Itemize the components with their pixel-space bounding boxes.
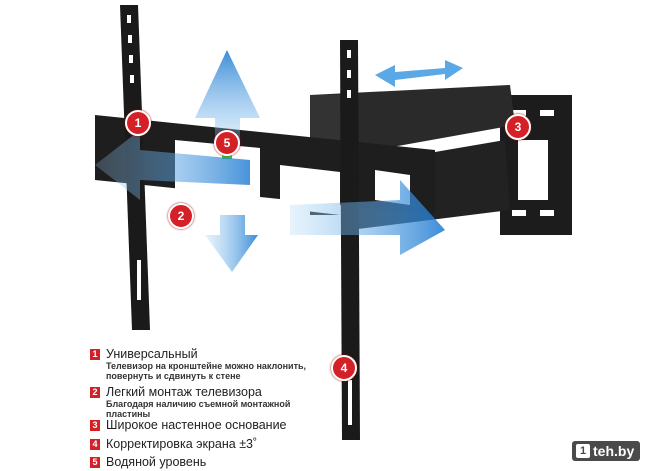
water-level (222, 155, 232, 159)
logo-mark: 1 (576, 444, 590, 458)
vertical-bracket-right (340, 40, 360, 440)
feature-screen-adjust: 4 Корректировка экрана ±3˚ (90, 437, 257, 451)
feature-title: Универсальный (106, 347, 198, 361)
feature-title: Широкое настенное основание (106, 418, 287, 432)
feature-title: Водяной уровень (106, 455, 207, 469)
feature-title: Корректировка экрана ±3˚ (106, 437, 258, 451)
feature-number: 4 (90, 439, 100, 450)
feature-number: 3 (90, 420, 100, 431)
feature-number: 5 (90, 457, 100, 468)
feature-number: 2 (90, 387, 100, 398)
badge-1: 1 (125, 110, 151, 136)
badge-3: 3 (505, 114, 531, 140)
arrow-up-icon (195, 50, 260, 150)
feature-universal: 1 Универсальный Телевизор на кронштейне … (90, 347, 331, 381)
wall-plate (500, 95, 572, 235)
arrow-horizontal-icon (375, 60, 463, 87)
feature-number: 1 (90, 349, 100, 360)
badge-5: 5 (214, 130, 240, 156)
feature-water-level: 5 Водяной уровень (90, 455, 206, 469)
feature-easy-mount: 2 Легкий монтаж телевизора Благодаря нал… (90, 385, 306, 419)
feature-subtitle: Благодаря наличию съемной монтажной плас… (106, 399, 291, 419)
badge-2: 2 (168, 203, 194, 229)
feature-subtitle: Телевизор на кронштейне можно наклонить,… (106, 361, 307, 381)
site-logo: 1 teh.by (572, 441, 641, 461)
logo-text: teh.by (593, 443, 635, 459)
arrow-down-icon (205, 215, 258, 272)
arrow-right-icon (290, 180, 445, 255)
feature-title: Легкий монтаж телевизора (106, 385, 262, 399)
badge-4: 4 (331, 355, 357, 381)
feature-wide-base: 3 Широкое настенное основание (90, 418, 287, 432)
arrow-left-icon (95, 130, 250, 200)
